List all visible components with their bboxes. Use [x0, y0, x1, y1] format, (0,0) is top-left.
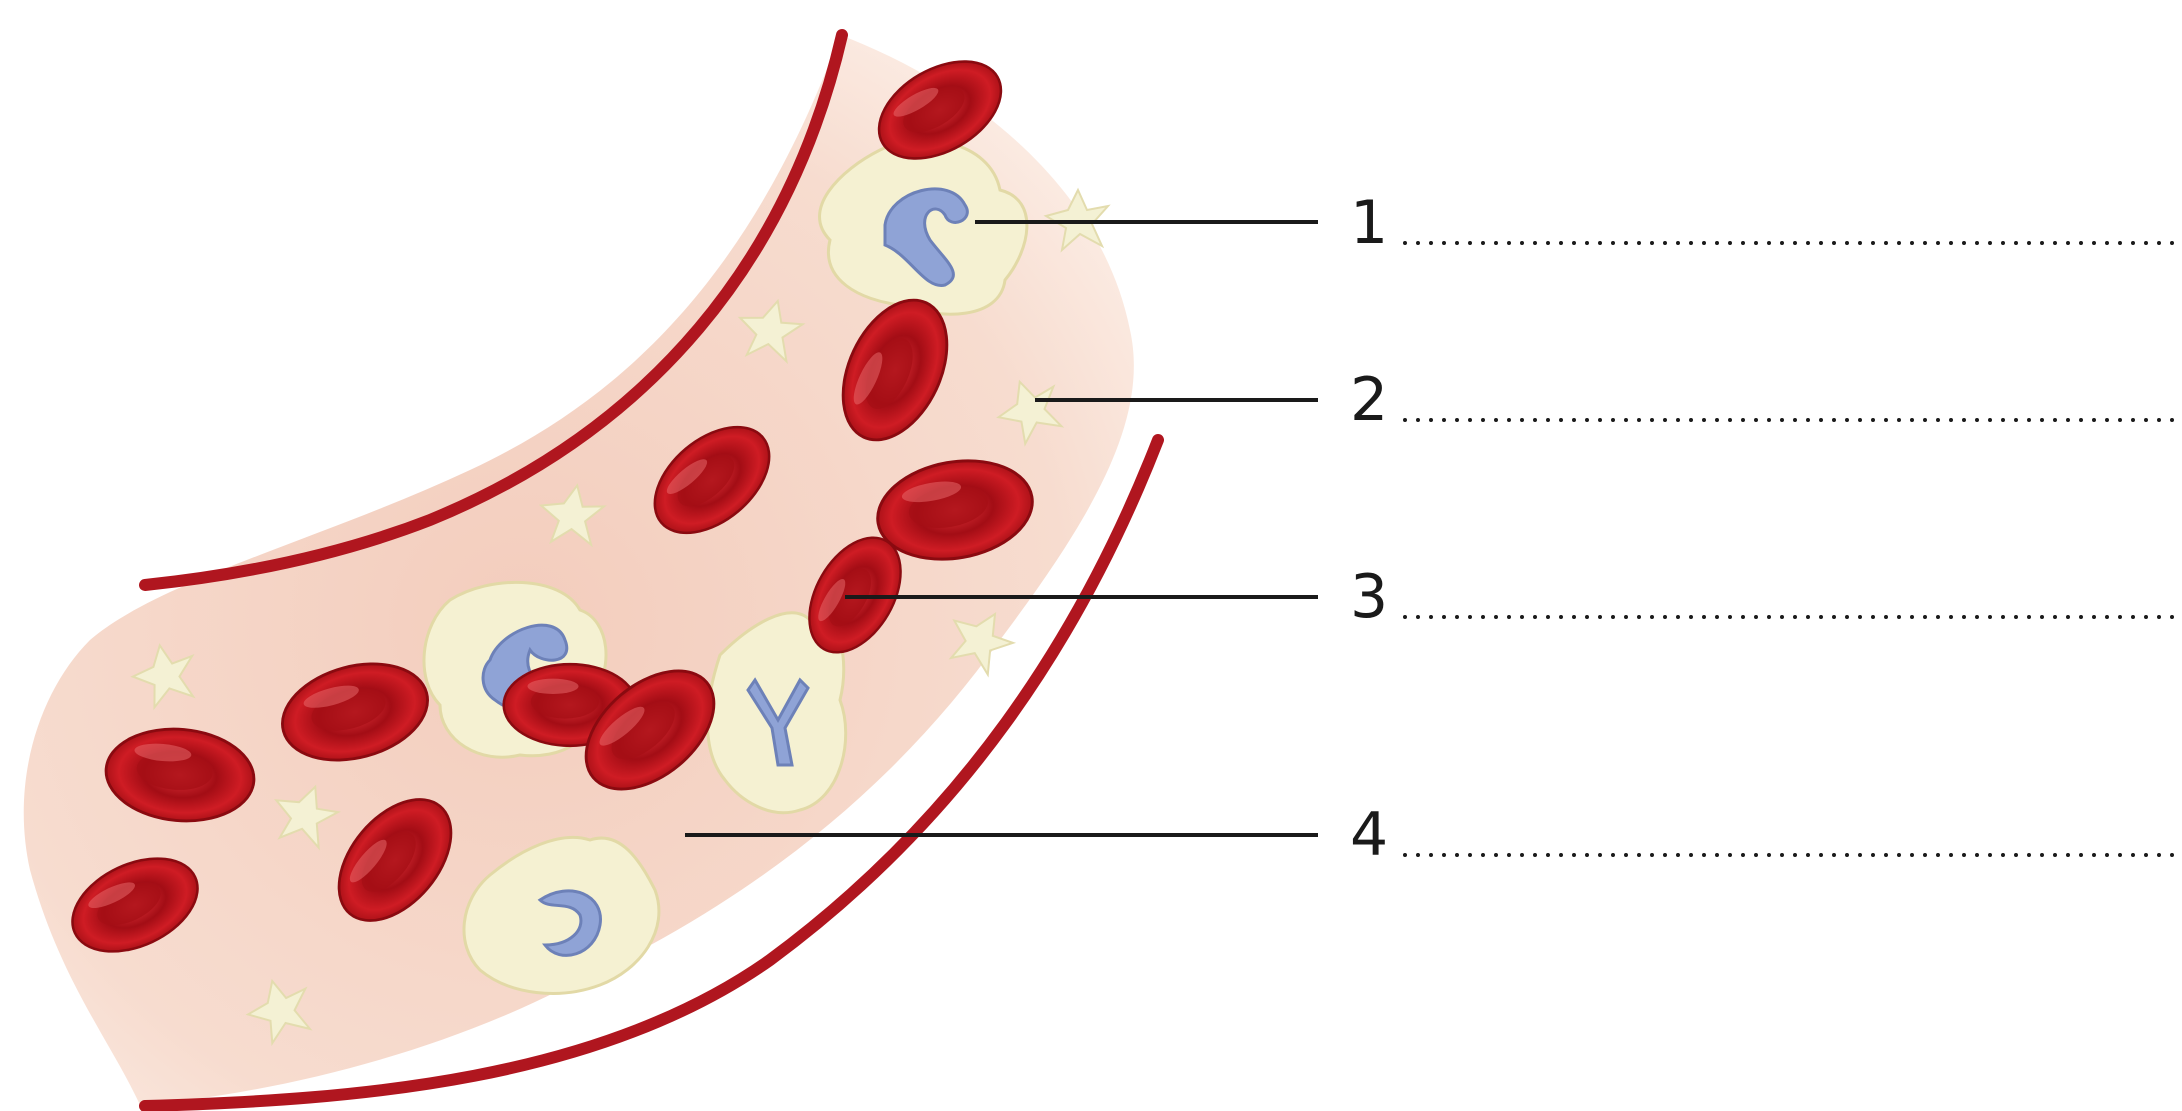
label-2: 2: [1035, 365, 2178, 435]
label-4-number: 4: [1350, 800, 1388, 870]
label-1: 1: [975, 188, 2178, 258]
label-1-number: 1: [1350, 188, 1388, 258]
label-3-number: 3: [1350, 562, 1388, 632]
label-4: 4: [685, 800, 2178, 870]
label-2-number: 2: [1350, 365, 1388, 435]
